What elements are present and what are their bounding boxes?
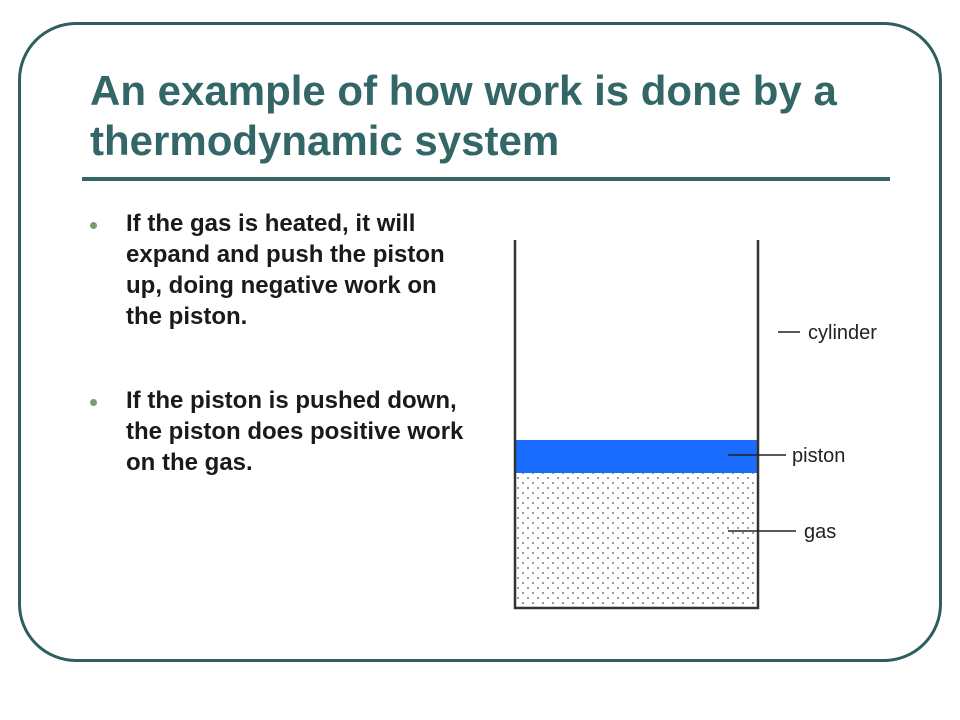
piston-label: piston	[792, 445, 845, 467]
piston-cylinder-diagram: cylinder piston gas	[513, 240, 877, 610]
bullet-list: If the gas is heated, it will expand and…	[88, 208, 468, 478]
bullet-text-heated: If the gas is heated, it will expand and…	[126, 210, 445, 330]
bullet-dot-icon	[90, 222, 97, 229]
gas-region	[515, 473, 758, 608]
title-underline	[82, 177, 890, 181]
bullet-text-pushed: If the piston is pushed down, the piston…	[126, 387, 464, 476]
piston	[515, 440, 758, 473]
bullet-dot-icon	[90, 399, 97, 406]
cylinder-label: cylinder	[808, 322, 877, 344]
bullet-item-pushed: If the piston is pushed down, the piston…	[88, 385, 468, 478]
bullet-item-heated: If the gas is heated, it will expand and…	[88, 208, 468, 332]
gas-label: gas	[804, 521, 836, 543]
slide-frame	[18, 22, 942, 662]
slide-title: An example of how work is done by a ther…	[90, 67, 837, 164]
